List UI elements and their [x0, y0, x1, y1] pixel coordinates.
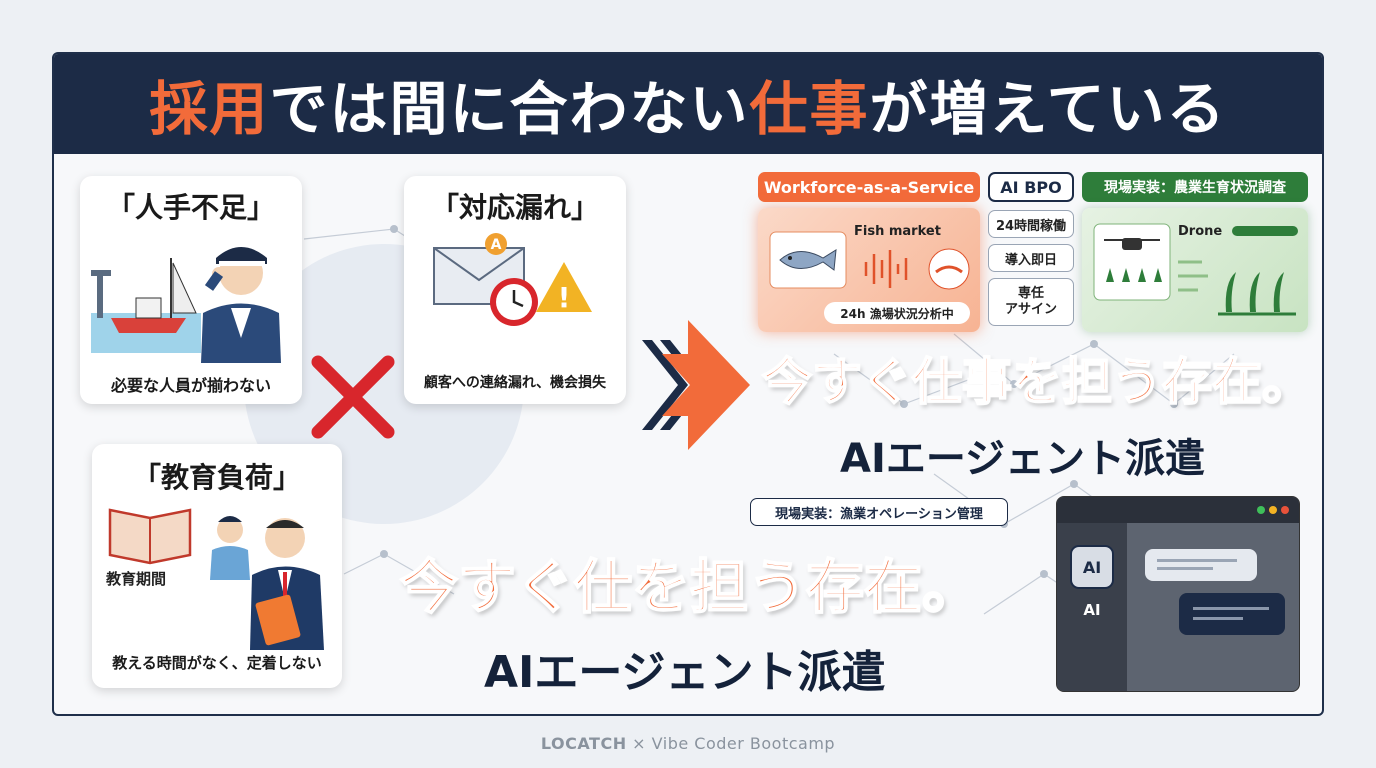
- fish-icon: [769, 231, 847, 289]
- slide: 採用では間に合わない仕事が増えている 「人手不足」: [52, 52, 1324, 716]
- waveform-icon: [864, 248, 970, 290]
- card-caption: 教える時間がなく、定着しない: [112, 654, 322, 672]
- drone-progress-bar: [1232, 226, 1298, 236]
- drone-panel: Drone: [1082, 208, 1308, 332]
- window-dot-yellow: [1269, 506, 1277, 514]
- drone-icon: [1093, 223, 1171, 301]
- chat-bubble-outgoing: [1179, 593, 1285, 635]
- page-title: 採用では間に合わない仕事が増えている: [149, 75, 1227, 143]
- footer-credit: LOCATCH × Vibe Coder Bootcamp: [540, 734, 836, 753]
- cross-icon: [311, 355, 395, 439]
- ai-bpo-badge: AI BPO: [988, 172, 1074, 202]
- card-caption: 顧客への連絡漏れ、機会損失: [423, 375, 607, 391]
- fish-market-title: Fish market: [854, 224, 941, 239]
- card-title: 「人手不足」: [106, 191, 275, 224]
- fish-status-label: 24h 漁場状況分析中: [824, 302, 970, 324]
- headline-main: 今すぐ仕事を担う存在。: [761, 352, 1313, 412]
- card-title: 「教育負荷」: [132, 461, 301, 494]
- problem-card-missed-response: 「対応漏れ」 A ! 顧客への連絡漏れ、機会損失: [404, 176, 626, 404]
- title-bar: 採用では間に合わない仕事が増えている: [54, 54, 1322, 154]
- bpo-tag-dedicated: 専任 アサイン: [988, 278, 1074, 326]
- fisherman-port-illustration: [91, 247, 281, 363]
- fishery-ops-badge: 現場実装：漁業オペレーション管理: [750, 498, 1008, 526]
- problem-card-staff-shortage: 「人手不足」 必要な人員が揃わない: [80, 176, 302, 404]
- chat-window-titlebar: [1057, 497, 1299, 523]
- svg-text:!: !: [558, 281, 571, 314]
- agri-field-badge: 現場実装：農業生育状況調査: [1082, 172, 1308, 202]
- bpo-tag-24h: 24時間稼働: [988, 210, 1074, 238]
- headline-main-duplicate: 今すぐ仕を担う存在。: [399, 552, 981, 622]
- ai-label: AI: [1083, 601, 1101, 619]
- ai-bot-icon: AI: [1070, 545, 1114, 589]
- plant-chart-icon: [1178, 260, 1296, 316]
- training-period-label: 教育期間: [106, 570, 167, 588]
- fish-market-panel: Fish market 24h 漁場状況分析中: [758, 208, 980, 332]
- headline-sub-duplicate: AIエージェント派遣: [484, 647, 886, 698]
- svg-text:A: A: [491, 237, 502, 253]
- ai-chat-window: AI AI: [1056, 496, 1300, 692]
- workforce-as-a-service-badge: Workforce-as-a-Service: [758, 172, 980, 202]
- chat-sidebar: AI AI: [1057, 523, 1127, 691]
- training-illustration: [108, 508, 324, 650]
- arrow-right-icon: [642, 320, 750, 450]
- missed-mail-alarm-illustration: A !: [433, 233, 592, 326]
- card-title: 「対応漏れ」: [430, 191, 599, 224]
- problem-card-training-load: 「教育負荷」 教育期間 教える時間がなく、定着しない: [92, 444, 342, 688]
- headline-sub: AIエージェント派遣: [840, 436, 1206, 482]
- card-caption: 必要な人員が揃わない: [110, 376, 271, 395]
- window-dot-red: [1281, 506, 1289, 514]
- drone-title: Drone: [1178, 224, 1223, 239]
- chat-bubble-incoming: [1145, 549, 1257, 581]
- bpo-tag-same-day: 導入即日: [988, 244, 1074, 272]
- window-dot-green: [1257, 506, 1265, 514]
